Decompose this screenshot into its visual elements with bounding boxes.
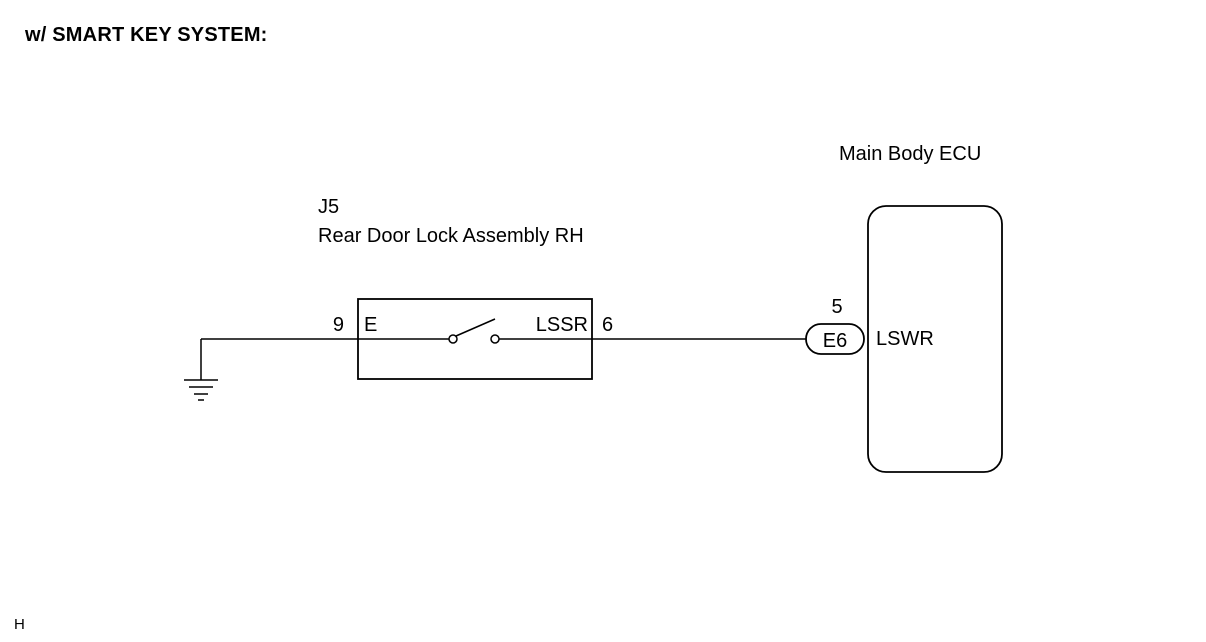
ecu-pin-name: LSWR [876,328,934,350]
left-pin-number: 9 [333,314,344,336]
main-body-ecu-box [867,205,1003,473]
right-pin-name: LSSR [536,314,588,336]
connector-e6 [805,323,865,355]
switch-icon [358,318,592,344]
door-lock-name-label: Rear Door Lock Assembly RH [318,225,584,247]
ground-symbol [184,339,218,401]
connector-e6-label: E6 [823,330,847,352]
corner-label: H [14,616,25,633]
left-pin-name: E [364,314,377,336]
door-lock-connector-id: J5 [318,196,339,218]
page-title: w/ SMART KEY SYSTEM: [25,24,268,46]
ecu-pin-number: 5 [831,296,842,318]
ecu-name-label: Main Body ECU [839,143,981,165]
right-pin-number: 6 [602,314,613,336]
